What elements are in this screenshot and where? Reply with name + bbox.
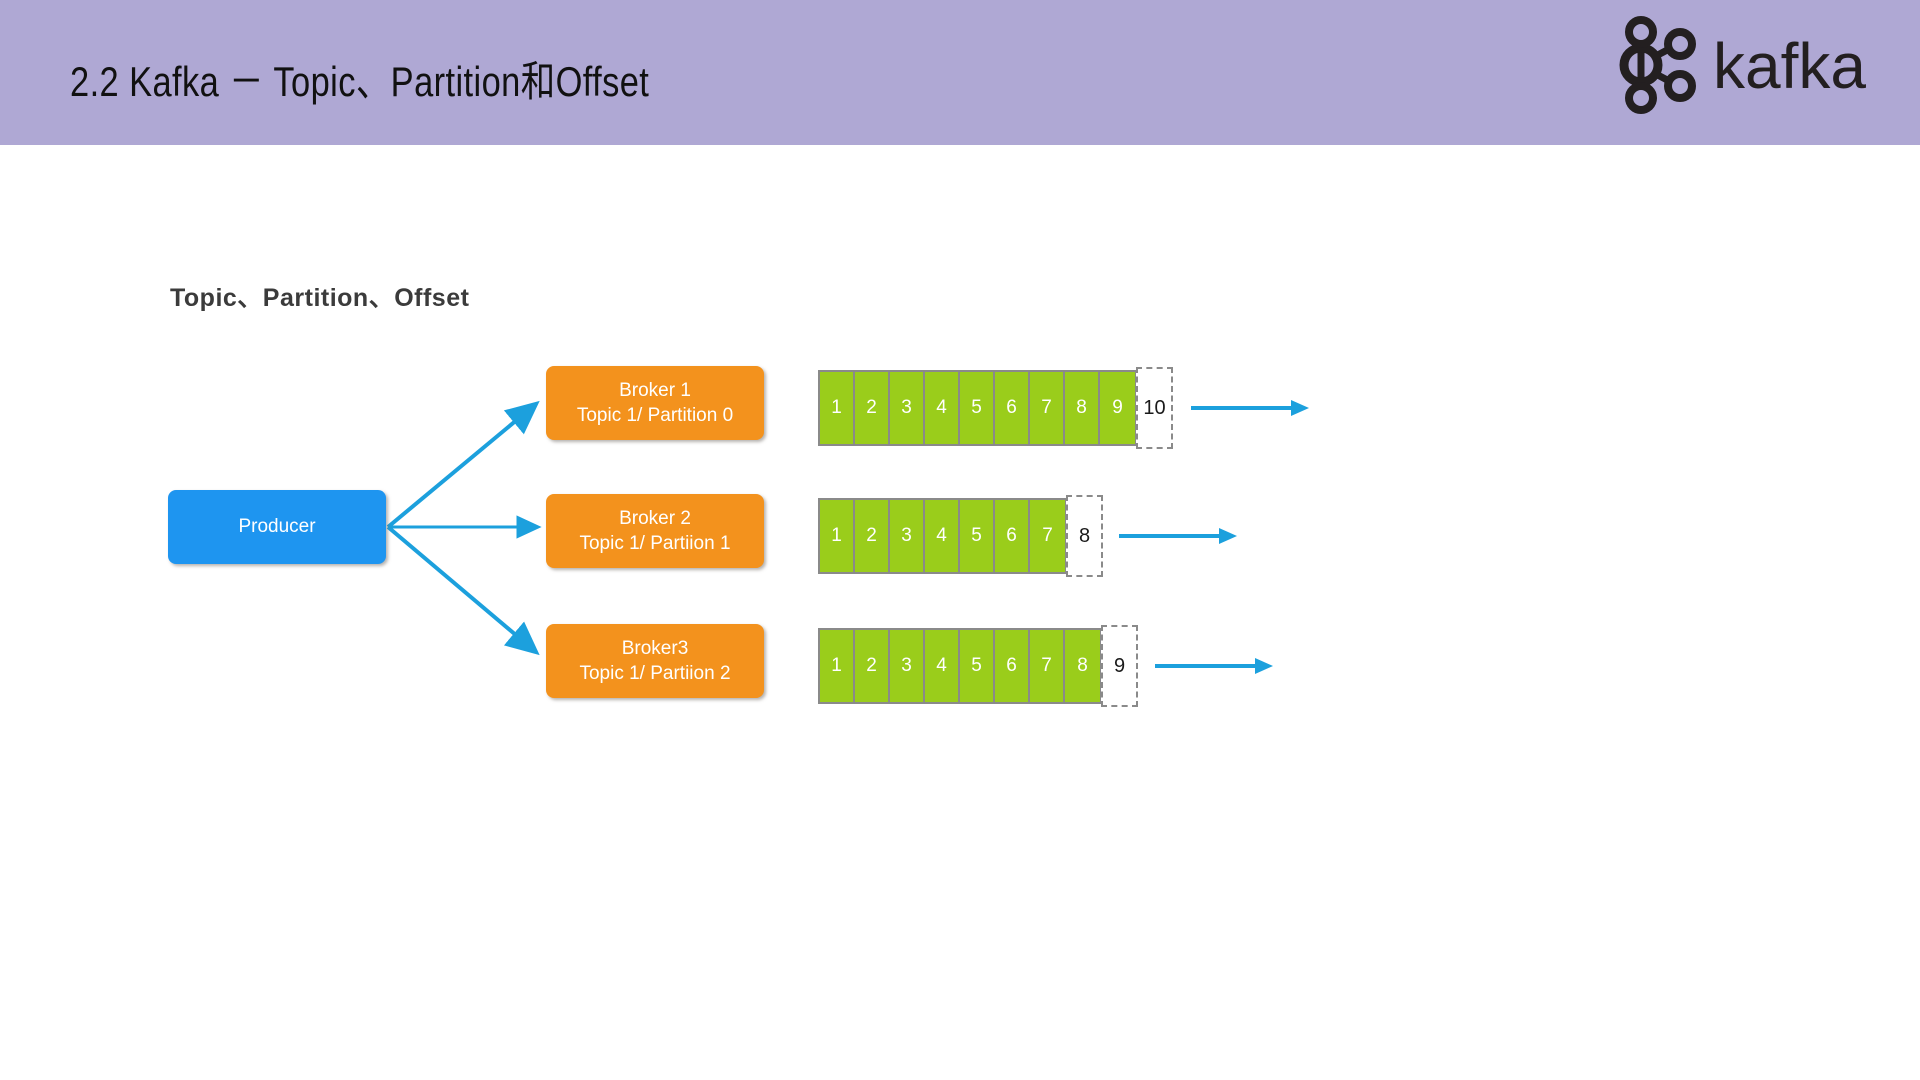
- broker-name-3: Broker3: [621, 637, 689, 659]
- offset-cell: 6: [995, 500, 1030, 572]
- header-band: [0, 0, 1920, 145]
- offset-cell: 3: [890, 630, 925, 702]
- offset-cell: 5: [960, 372, 995, 444]
- offset-cell: 1: [820, 630, 855, 702]
- offset-cell: 8: [1065, 630, 1100, 702]
- kafka-wordmark: kafka: [1713, 30, 1866, 102]
- offset-cell: 7: [1030, 372, 1065, 444]
- next-offset-cell-2: 9: [1101, 625, 1138, 707]
- broker-topic-partition-1: Topic 1/ Partition 0: [576, 405, 734, 426]
- offset-cell: 3: [890, 372, 925, 444]
- offset-cell: 1: [820, 500, 855, 572]
- offset-cell: 4: [925, 372, 960, 444]
- broker-topic-partition-2: Topic 1/ Partiion 1: [579, 533, 731, 554]
- producer-node[interactable]: Producer: [168, 490, 386, 564]
- offset-cell: 7: [1030, 630, 1065, 702]
- offset-cell: 7: [1030, 500, 1065, 572]
- broker-node-3[interactable]: Broker3 Topic 1/ Partiion 2: [546, 624, 764, 698]
- arrow-producer-to-broker-1: [386, 400, 540, 529]
- next-offset-cell-1: 8: [1066, 495, 1103, 577]
- offset-cell: 9: [1100, 372, 1135, 444]
- offset-cell: 6: [995, 372, 1030, 444]
- broker-name-1: Broker 1: [619, 379, 691, 401]
- kafka-logo-nodes: [1619, 16, 1696, 114]
- offset-cell: 2: [855, 630, 890, 702]
- consume-arrow-1: [1119, 495, 1239, 577]
- offset-cell: 3: [890, 500, 925, 572]
- next-offset-cell-0: 10: [1136, 367, 1173, 449]
- arrow-producer-to-broker-3: [386, 525, 540, 656]
- broker-node-1[interactable]: Broker 1 Topic 1/ Partition 0: [546, 366, 764, 440]
- offset-cell: 5: [960, 500, 995, 572]
- producer-label: Producer: [238, 516, 316, 537]
- consume-arrow-2: [1155, 625, 1275, 707]
- offset-cell: 2: [855, 372, 890, 444]
- broker-topic-partition-3: Topic 1/ Partiion 2: [579, 663, 731, 684]
- offset-cell: 1: [820, 372, 855, 444]
- broker-node-2[interactable]: Broker 2 Topic 1/ Partiion 1: [546, 494, 764, 568]
- offset-cell: 4: [925, 630, 960, 702]
- kafka-logo: kafka: [1619, 16, 1866, 114]
- offset-cell: 8: [1065, 372, 1100, 444]
- page-title: 2.2 Kafka － Topic、Partition和Offset: [70, 58, 650, 105]
- offset-cell: 4: [925, 500, 960, 572]
- consume-arrow-0: [1191, 367, 1311, 449]
- offset-cell: 6: [995, 630, 1030, 702]
- broker-name-2: Broker 2: [619, 507, 691, 529]
- offset-cell: 2: [855, 500, 890, 572]
- offset-cell: 5: [960, 630, 995, 702]
- section-subtitle: Topic、Partition、Offset: [170, 284, 470, 312]
